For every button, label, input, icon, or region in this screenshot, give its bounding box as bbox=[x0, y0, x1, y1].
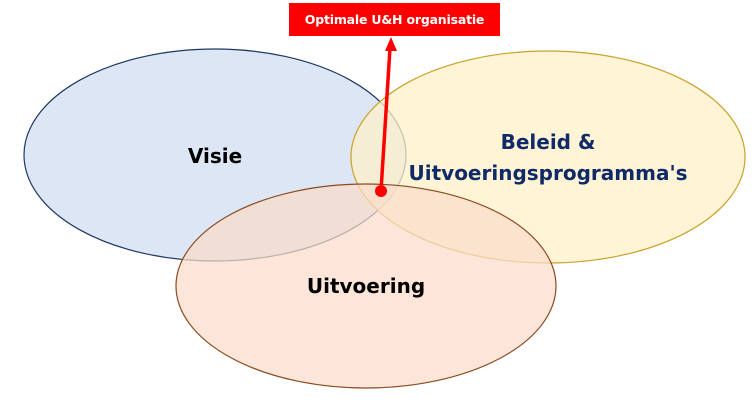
label-visie: Visie bbox=[188, 144, 242, 168]
callout-label: Optimale U&H organisatie bbox=[304, 12, 485, 27]
pointer-line bbox=[379, 47, 392, 192]
ellipse-uitvoering bbox=[175, 183, 557, 389]
label-beleid-line2: Uitvoeringsprogramma's bbox=[409, 161, 688, 185]
pointer-dot bbox=[375, 185, 387, 197]
callout-box: Optimale U&H organisatie bbox=[289, 3, 500, 36]
arrowhead-icon bbox=[385, 37, 397, 51]
label-uitvoering: Uitvoering bbox=[307, 274, 425, 298]
label-beleid-line1: Beleid & bbox=[501, 130, 596, 154]
